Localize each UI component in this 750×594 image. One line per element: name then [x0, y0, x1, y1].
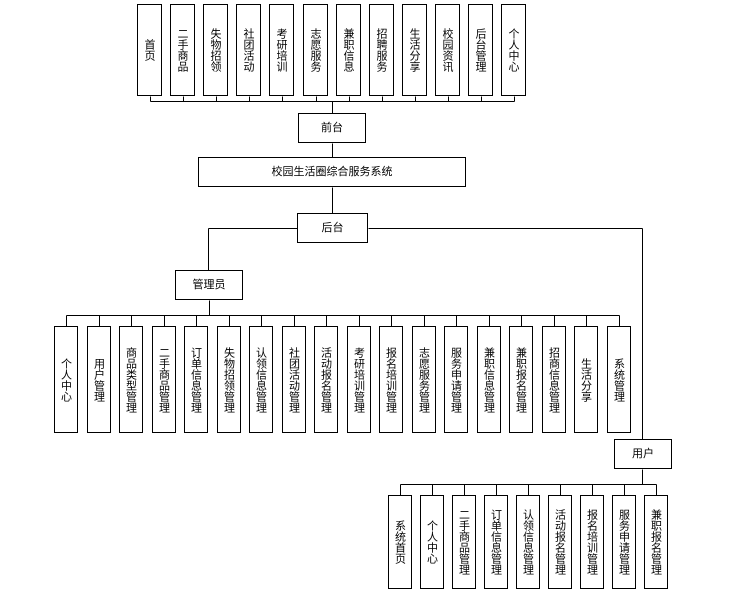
admin-item-label: 个人中心: [59, 357, 73, 402]
admin-item: 订单信息管理: [184, 326, 208, 433]
admin-item: 活动报名管理: [314, 326, 338, 433]
frontend-item-label: 兼职信息: [342, 28, 355, 72]
admin-item-label: 用户管理: [92, 357, 106, 402]
admin-item: 失物招领管理: [217, 326, 241, 433]
frontend-item-label: 首页: [143, 39, 156, 61]
admin-item: 二手商品管理: [152, 326, 176, 433]
admin-item-label: 商品类型管理: [124, 346, 138, 413]
user-item-label: 活动报名管理: [553, 509, 567, 575]
user-item: 报名培训管理: [580, 495, 604, 589]
user-item: 认领信息管理: [516, 495, 540, 589]
admin-label: 管理员: [192, 278, 226, 291]
user-item: 二手商品管理: [452, 495, 476, 589]
admin-item: 兼职报名管理: [509, 326, 533, 433]
admin-item-label: 二手商品管理: [157, 346, 171, 413]
admin-item-label: 志愿服务管理: [417, 346, 431, 413]
user-item: 系统首页: [388, 495, 412, 589]
frontend-label: 前台: [321, 121, 343, 134]
admin-item-label: 报名培训管理: [384, 346, 398, 413]
admin-item: 志愿服务管理: [412, 326, 436, 433]
root-label: 校园生活圈综合服务系统: [271, 165, 393, 178]
root-node: 校园生活圈综合服务系统: [198, 157, 466, 187]
admin-item: 兼职信息管理: [477, 326, 501, 433]
admin-item-label: 生活分享: [579, 357, 593, 402]
backend-label: 后台: [321, 221, 344, 234]
user-item: 服务申请管理: [612, 495, 636, 589]
user-node: 用户: [614, 439, 672, 469]
user-item-label: 订单信息管理: [489, 509, 503, 575]
frontend-item: 后台管理: [468, 4, 493, 96]
frontend-item-label: 考研培训: [275, 28, 288, 72]
user-item-label: 系统首页: [393, 520, 407, 564]
frontend-item-label: 后台管理: [474, 28, 487, 72]
admin-item: 招商信息管理: [542, 326, 566, 433]
backend-node: 后台: [297, 213, 368, 243]
frontend-item-label: 生活分享: [408, 28, 421, 72]
frontend-item: 校园资讯: [435, 4, 460, 96]
admin-item-label: 失物招领管理: [222, 346, 236, 413]
frontend-item: 招聘服务: [369, 4, 394, 96]
admin-item-label: 考研培训管理: [352, 346, 366, 413]
frontend-item: 二手商品: [170, 4, 195, 96]
frontend-item-label: 校园资讯: [441, 28, 454, 72]
user-item-label: 报名培训管理: [585, 509, 599, 575]
user-item-label: 个人中心: [425, 520, 439, 564]
frontend-node: 前台: [298, 113, 366, 143]
admin-item: 考研培训管理: [347, 326, 371, 433]
frontend-item-label: 个人中心: [507, 28, 520, 72]
admin-item-label: 服务申请管理: [449, 346, 463, 413]
user-item-label: 二手商品管理: [457, 509, 471, 575]
admin-item-label: 兼职信息管理: [482, 346, 496, 413]
frontend-item-label: 招聘服务: [375, 28, 388, 72]
user-item-label: 认领信息管理: [521, 509, 535, 575]
frontend-item: 考研培训: [269, 4, 294, 96]
admin-item-label: 订单信息管理: [189, 346, 203, 413]
admin-item-label: 招商信息管理: [547, 346, 561, 413]
frontend-item: 个人中心: [501, 4, 526, 96]
admin-item: 认领信息管理: [249, 326, 273, 433]
admin-item: 生活分享: [574, 326, 598, 433]
admin-item-label: 活动报名管理: [319, 346, 333, 413]
admin-item-label: 系统管理: [612, 357, 626, 402]
admin-item: 个人中心: [54, 326, 78, 433]
user-item: 活动报名管理: [548, 495, 572, 589]
admin-item: 社团活动管理: [282, 326, 306, 433]
frontend-item-label: 二手商品: [176, 28, 189, 72]
frontend-item: 志愿服务: [303, 4, 328, 96]
admin-node: 管理员: [175, 270, 243, 300]
frontend-item: 失物招领: [203, 4, 228, 96]
frontend-item-label: 志愿服务: [309, 28, 322, 72]
frontend-item: 社团活动: [236, 4, 261, 96]
admin-item: 服务申请管理: [444, 326, 468, 433]
user-item-label: 服务申请管理: [617, 509, 631, 575]
frontend-item-label: 失物招领: [209, 28, 222, 72]
user-item: 兼职报名管理: [644, 495, 668, 589]
frontend-item: 首页: [137, 4, 162, 96]
user-item-label: 兼职报名管理: [649, 509, 663, 575]
frontend-item-label: 社团活动: [242, 28, 255, 72]
admin-item-label: 兼职报名管理: [514, 346, 528, 413]
admin-item: 用户管理: [87, 326, 111, 433]
admin-item: 系统管理: [607, 326, 631, 433]
user-item: 个人中心: [420, 495, 444, 589]
admin-item-label: 社团活动管理: [287, 346, 301, 413]
user-label: 用户: [632, 447, 654, 460]
admin-item-label: 认领信息管理: [254, 346, 268, 413]
admin-item: 商品类型管理: [119, 326, 143, 433]
frontend-item: 生活分享: [402, 4, 427, 96]
frontend-item: 兼职信息: [336, 4, 361, 96]
user-item: 订单信息管理: [484, 495, 508, 589]
admin-item: 报名培训管理: [379, 326, 403, 433]
